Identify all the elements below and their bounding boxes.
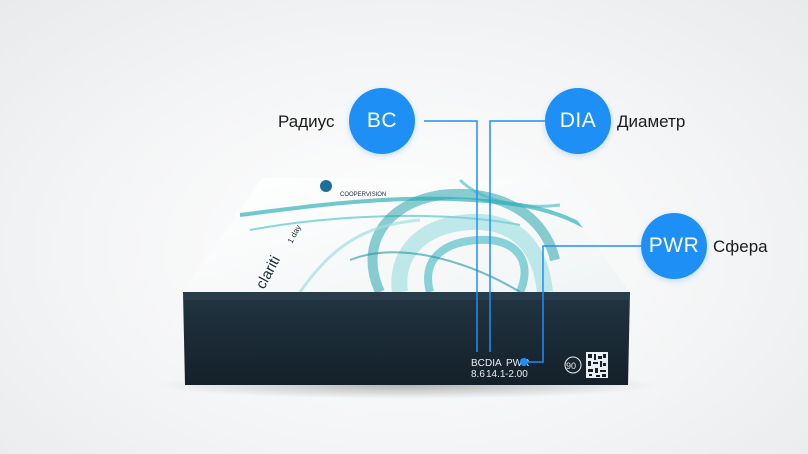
pwr-callout-line <box>524 245 644 363</box>
printed-pwr-value: -2.00 <box>505 369 528 380</box>
count-badge-circle <box>564 356 582 374</box>
printed-pwr-label: PWR <box>506 358 529 369</box>
printed-bc-value: 8.6 <box>471 369 485 380</box>
dia-badge: DIA <box>545 88 611 154</box>
box-front-side: BC DIA PWR 8.6 14.1 -2.00 90 <box>183 292 630 385</box>
bc-annotation-label: Радиус <box>278 112 335 131</box>
pwr-callout-dot <box>520 358 528 366</box>
printed-dia-label: DIA <box>485 358 502 369</box>
lid-small-text: COOPERVISION <box>340 192 386 198</box>
count-badge-text: 90 <box>566 361 576 371</box>
printed-bc-label: BC <box>471 358 485 369</box>
pwr-annotation-label: Сфера <box>713 237 768 256</box>
box-lid: clariti 1 day COOPERVISION <box>183 178 630 292</box>
dia-callout-line <box>489 120 548 352</box>
barcode-icon <box>586 352 608 378</box>
pwr-badge: PWR <box>641 213 707 279</box>
bc-callout-line <box>424 120 478 352</box>
brand-dot-icon <box>320 180 332 192</box>
printed-dia-value: 14.1 <box>486 369 506 380</box>
bc-badge: BC <box>349 88 415 154</box>
dia-annotation-label: Диаметр <box>617 112 686 131</box>
callout-lines <box>424 120 644 363</box>
